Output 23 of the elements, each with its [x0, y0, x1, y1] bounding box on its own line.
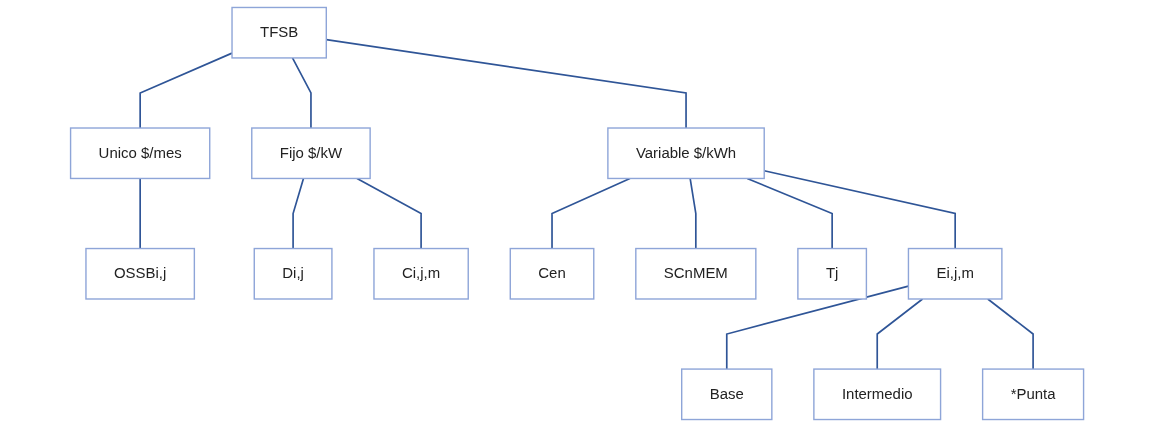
node-box: *Punta [981, 368, 1085, 421]
node-box: SCnMEM [635, 247, 757, 300]
node-box: Unico $/mes [69, 127, 211, 180]
node-box: Fijo $/kW [251, 127, 371, 180]
connector [551, 177, 631, 250]
node-box: Ei,j,m [907, 247, 1003, 300]
node-box: Ci,j,m [373, 247, 469, 300]
node-box: Intermedio [813, 368, 942, 421]
connector [139, 177, 141, 250]
node-box: Di,j [253, 247, 333, 300]
connector [986, 298, 1034, 370]
connector [356, 177, 422, 250]
node-box: Variable $/kWh [607, 127, 765, 180]
connector [292, 177, 305, 250]
connector [876, 298, 924, 370]
connector [746, 177, 833, 250]
node-box: Base [680, 368, 773, 421]
node-box: TFSB [231, 6, 327, 59]
node-box: Tj [797, 247, 868, 300]
node-box: OSSBi,j [85, 247, 195, 300]
connector [291, 57, 312, 129]
connector [689, 177, 697, 250]
node-box: Cen [509, 247, 595, 300]
